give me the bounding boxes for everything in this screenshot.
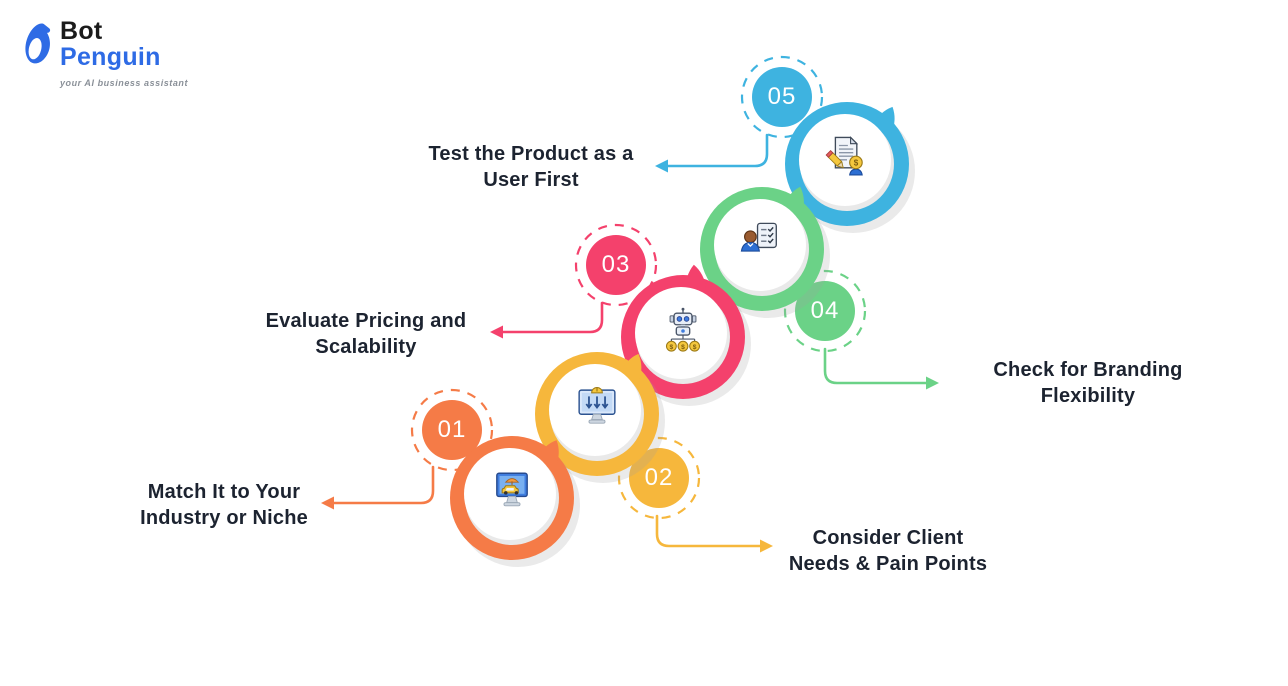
step-label-05: Test the Product as a User First bbox=[371, 141, 691, 193]
person-checklist-icon bbox=[740, 222, 777, 252]
connector-step-04 bbox=[823, 347, 928, 385]
logo-tagline: your AI business assistant bbox=[60, 78, 189, 88]
step-label-04: Check for Branding Flexibility bbox=[928, 357, 1248, 409]
arrowhead-step-02 bbox=[760, 539, 773, 553]
svg-text:$: $ bbox=[693, 344, 697, 351]
monitor-taxi-icon bbox=[496, 472, 528, 507]
dashed-ring bbox=[740, 55, 824, 139]
step-badge-05: 05 bbox=[740, 55, 824, 139]
svg-text:$: $ bbox=[670, 344, 674, 351]
svg-text:$: $ bbox=[854, 159, 859, 168]
logo-wordmark: Bot Penguin your AI business assistant bbox=[60, 18, 188, 88]
step-circle-03: $ $ $ bbox=[621, 264, 745, 399]
step-badge-04: 04 bbox=[783, 269, 867, 353]
dashed-ring bbox=[783, 269, 867, 353]
penguin-logo-icon bbox=[25, 23, 51, 64]
svg-text:$: $ bbox=[681, 344, 685, 351]
label-line: Flexibility bbox=[1040, 385, 1136, 407]
step-circle-04 bbox=[700, 186, 824, 311]
label-line: Match It to Your bbox=[147, 481, 301, 503]
connector-step-02 bbox=[655, 514, 762, 548]
logo-text-penguin: Penguin bbox=[60, 43, 161, 71]
dashed-ring bbox=[574, 223, 658, 307]
step-number: 04 bbox=[795, 281, 855, 341]
botpenguin-logo: Bot Penguin your AI business assistant bbox=[20, 18, 220, 98]
label-line: Evaluate Pricing and bbox=[265, 310, 467, 332]
label-line: Needs & Pain Points bbox=[788, 553, 988, 575]
step-number: 05 bbox=[752, 67, 812, 127]
step-label-01: Match It to Your Industry or Niche bbox=[64, 479, 384, 531]
logo-text-bot: Bot bbox=[60, 17, 103, 45]
document-pencil-dollar-icon: $ bbox=[825, 136, 863, 176]
connector-step-05 bbox=[666, 133, 769, 168]
step-label-03: Evaluate Pricing and Scalability bbox=[206, 308, 526, 360]
label-line: Industry or Niche bbox=[140, 507, 308, 529]
connector-step-01 bbox=[332, 465, 435, 505]
label-line: Scalability bbox=[315, 336, 417, 358]
arrowhead-step-05 bbox=[655, 159, 668, 173]
connector-step-03 bbox=[501, 301, 604, 334]
step-circle-01 bbox=[450, 436, 574, 560]
label-line: Test the Product as a bbox=[428, 143, 634, 165]
label-line: Consider Client bbox=[812, 527, 964, 549]
step-number: 02 bbox=[629, 448, 689, 508]
step-number: 03 bbox=[586, 235, 646, 295]
arrowhead-step-01 bbox=[321, 496, 334, 510]
label-line: User First bbox=[483, 169, 579, 191]
step-badge-03: 03 bbox=[574, 223, 658, 307]
label-line: Check for Branding bbox=[993, 359, 1183, 381]
step-label-02: Consider Client Needs & Pain Points bbox=[728, 525, 1048, 577]
dashed-ring bbox=[410, 388, 494, 472]
arrowhead-step-04 bbox=[926, 376, 939, 390]
robot-coins-icon: $ $ $ bbox=[665, 307, 701, 352]
monitor-download-arrows-icon bbox=[578, 387, 616, 424]
step-badge-02: 02 bbox=[617, 436, 701, 520]
arrowhead-step-03 bbox=[490, 325, 503, 339]
dashed-ring bbox=[617, 436, 701, 520]
